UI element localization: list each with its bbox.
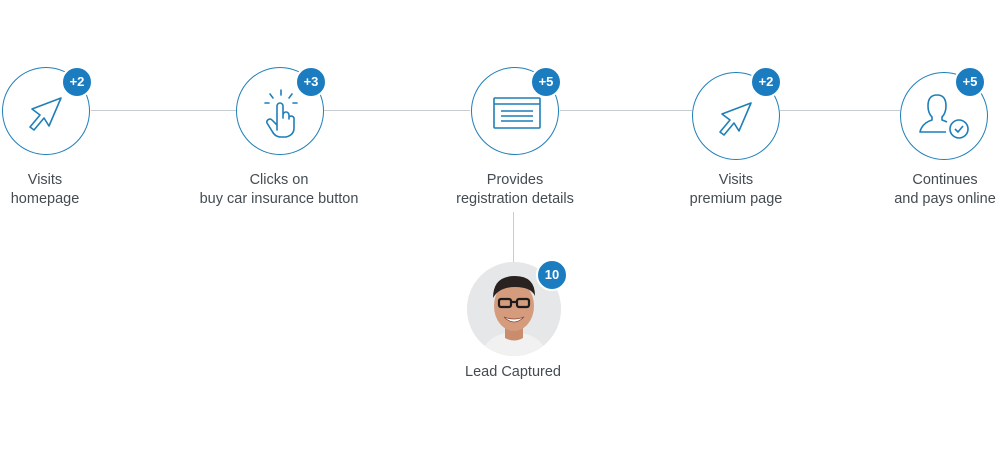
form-icon	[493, 97, 541, 129]
step-3-node[interactable]	[471, 67, 559, 155]
connector-line-3	[560, 110, 692, 111]
step-1-score-badge: +2	[61, 66, 93, 98]
lead-score-badge: 10	[536, 259, 568, 291]
step-5-score-badge: +5	[954, 66, 986, 98]
connector-line-4	[780, 110, 900, 111]
tap-hand-icon	[264, 89, 298, 138]
connector-line-2	[324, 110, 470, 111]
step-2-node[interactable]	[236, 67, 324, 155]
cursor-arrow-icon	[719, 102, 752, 136]
connector-line-1	[91, 110, 236, 111]
cursor-arrow-icon	[29, 97, 62, 131]
user-check-icon	[919, 94, 969, 139]
connector-line-lead	[513, 212, 514, 262]
step-3-score-badge: +5	[530, 66, 562, 98]
step-2-score-badge: +3	[295, 66, 327, 98]
step-4-score-badge: +2	[750, 66, 782, 98]
lead-captured-label: Lead Captured	[465, 364, 561, 380]
